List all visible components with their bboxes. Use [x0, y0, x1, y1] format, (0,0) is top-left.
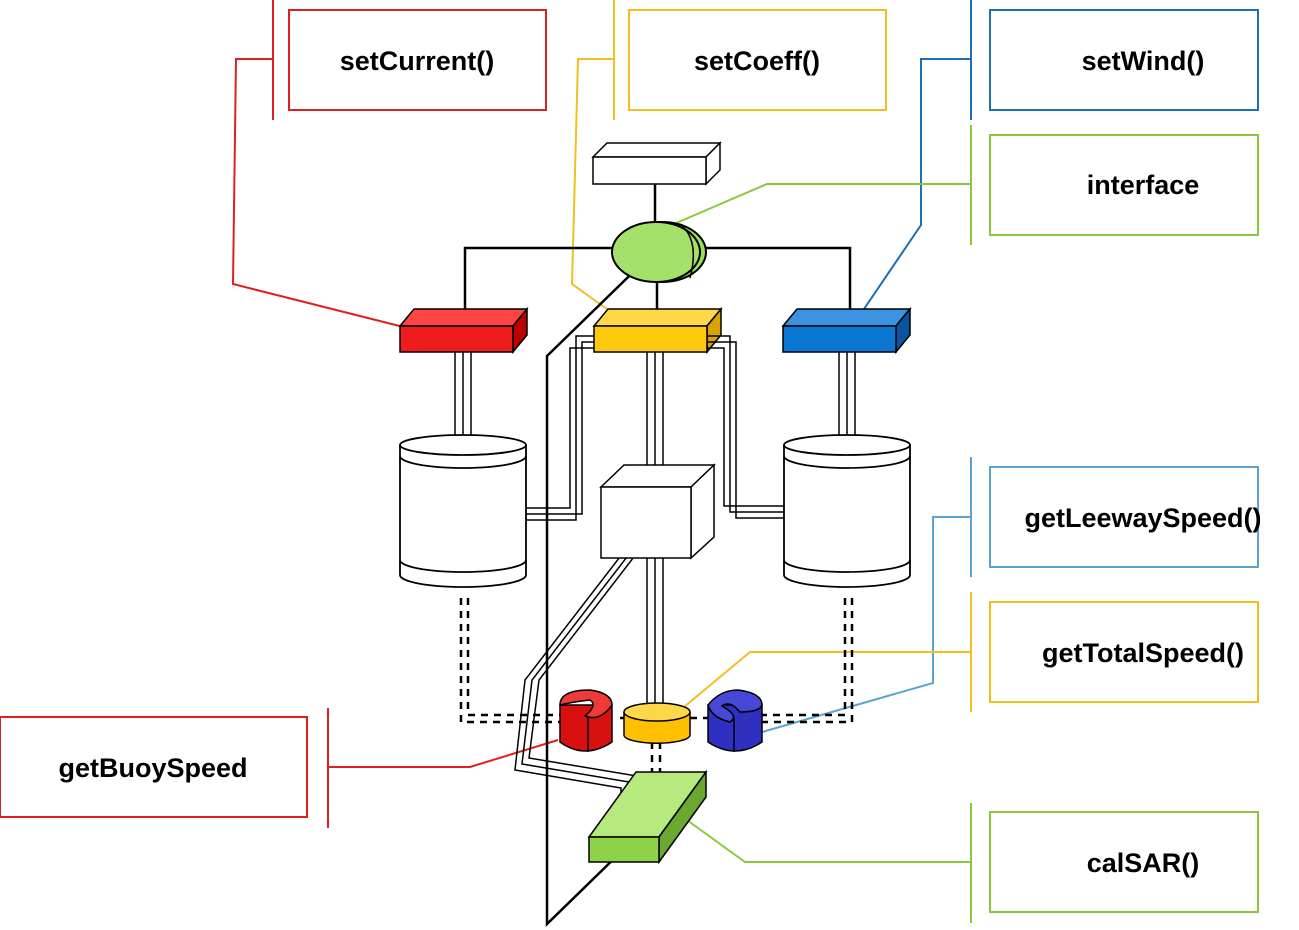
interface-node	[611, 221, 707, 283]
cal-sar-block	[587, 769, 708, 865]
callout-set-coeff: setCoeff()	[570, 0, 887, 341]
left-database	[399, 434, 527, 588]
top-ui-box	[591, 141, 722, 186]
set-current-label: setCurrent()	[340, 46, 495, 76]
callout-set-wind: setWind()	[842, 0, 1259, 341]
get-leeway-speed-label: getLeewaySpeed()	[1024, 503, 1261, 533]
buoy-cylinder	[559, 689, 613, 752]
set-coeff-label: setCoeff()	[694, 46, 820, 76]
center-cube	[599, 463, 716, 560]
dashed-connectors	[459, 598, 854, 790]
right-database	[783, 434, 911, 588]
current-block	[398, 306, 529, 355]
wind-block	[781, 306, 912, 355]
cal-sar-label: calSAR()	[1087, 848, 1200, 878]
leeway-cylinder	[707, 689, 763, 752]
set-wind-label: setWind()	[1082, 46, 1205, 76]
callout-get-total-speed: getTotalSpeed()	[683, 592, 1259, 712]
callout-set-current: setCurrent()	[231, 0, 547, 341]
bus-connectors	[463, 184, 852, 927]
get-total-speed-label: getTotalSpeed()	[1042, 638, 1244, 668]
get-buoy-speed-label: getBuoySpeed	[58, 753, 247, 783]
callout-cal-sar: calSAR()	[679, 803, 1259, 923]
coeff-block	[592, 306, 723, 355]
callout-get-leeway-speed: getLeewaySpeed()	[761, 457, 1262, 733]
interface-label: interface	[1087, 170, 1200, 200]
callout-get-buoy-speed: getBuoySpeed	[0, 708, 559, 828]
callout-interface: interface	[659, 125, 1259, 245]
total-speed-cylinder	[623, 702, 691, 744]
